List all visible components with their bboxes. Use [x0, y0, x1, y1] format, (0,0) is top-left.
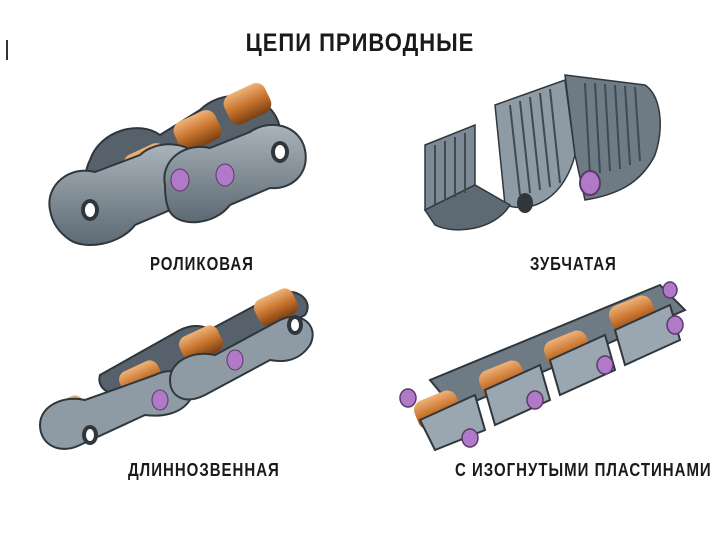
- bent-plate-chain-illustration: [390, 270, 700, 460]
- caption-roller-chain: РОЛИКОВАЯ: [150, 254, 254, 274]
- page-title: ЦЕПИ ПРИВОДНЫЕ: [0, 28, 720, 58]
- caption-long-link-chain: ДЛИННОЗВЕННАЯ: [128, 460, 280, 480]
- toothed-chain-pin-hole: [517, 193, 533, 213]
- toothed-chain-pin: [580, 171, 600, 195]
- roller-chain-illustration: [30, 60, 320, 260]
- long-link-chain-illustration: [30, 275, 330, 465]
- caption-bent-plate-chain: С ИЗОГНУТЫМИ ПЛАСТИНАМИ: [455, 460, 712, 480]
- toothed-chain-illustration: [415, 65, 675, 245]
